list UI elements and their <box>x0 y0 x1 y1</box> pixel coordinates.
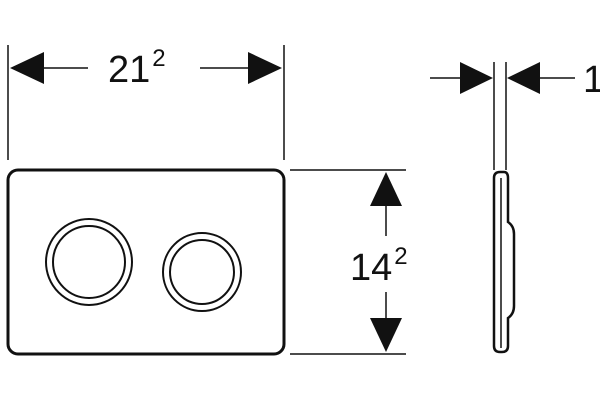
small-flush-button-outer <box>162 232 242 312</box>
width-dimension: 212 <box>7 45 285 160</box>
height-dimension: 142 <box>290 169 408 355</box>
depth-dimension: 1 <box>430 59 600 170</box>
width-arrow-right <box>248 52 282 84</box>
large-flush-button-outer <box>45 218 133 306</box>
side-profile-outline <box>492 170 516 354</box>
small-flush-button-inner <box>169 239 235 305</box>
large-flush-button-inner <box>52 225 126 299</box>
height-arrow-bottom <box>370 318 402 352</box>
depth-arrow-right <box>507 62 540 94</box>
height-arrow-top <box>370 172 402 206</box>
plate-outline <box>6 168 286 356</box>
flush-plate-front-view <box>6 168 286 356</box>
height-label: 142 <box>350 243 408 289</box>
depth-label: 1 <box>583 59 600 101</box>
width-arrow-left <box>10 52 44 84</box>
width-label: 212 <box>108 45 166 91</box>
depth-arrow-left <box>460 62 493 94</box>
flush-plate-side-view <box>492 170 516 354</box>
